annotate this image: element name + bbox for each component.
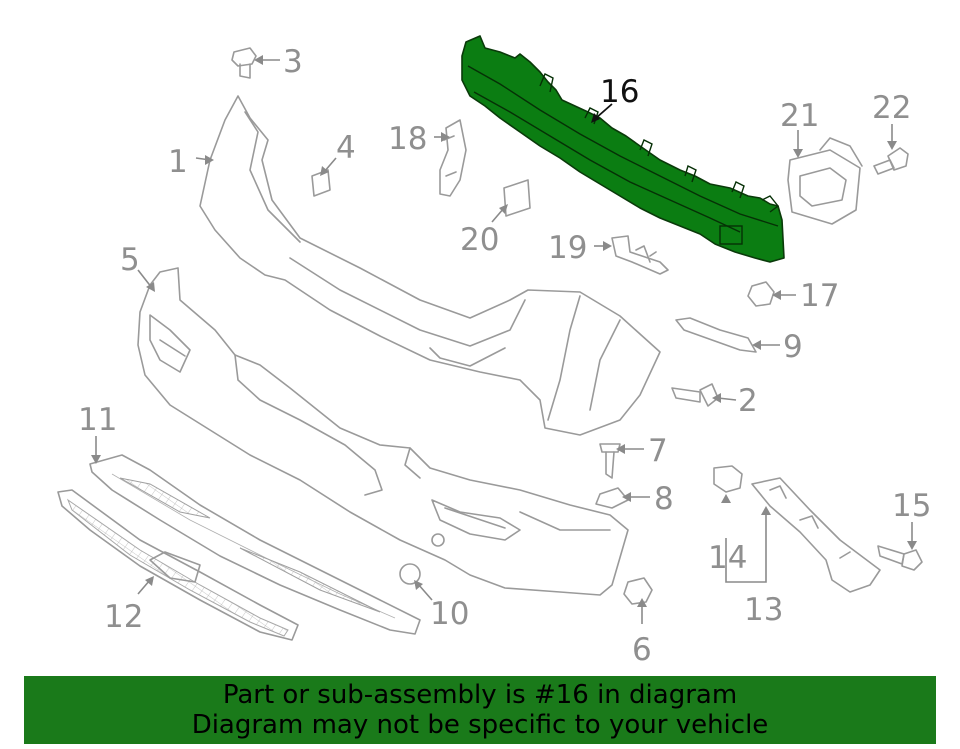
callout-21: 21 xyxy=(780,98,819,134)
callout-7: 7 xyxy=(648,433,668,469)
part-11-lower-grille xyxy=(89,454,421,635)
callout-20: 20 xyxy=(460,222,499,258)
part-19-bracket xyxy=(611,235,669,275)
callout-1: 1 xyxy=(168,144,188,180)
callout-labels: 1 2 3 4 5 6 7 8 9 10 11 12 13 14 15 16 1… xyxy=(78,44,931,668)
info-banner: Part or sub-assembly is #16 in diagram D… xyxy=(24,676,936,744)
part-15-bolt xyxy=(877,545,923,571)
part-14-clip xyxy=(713,465,743,493)
part-10-plug xyxy=(399,563,421,585)
callout-14: 14 xyxy=(708,540,747,576)
parts-diagram: 1 2 3 4 5 6 7 8 9 10 11 12 13 14 15 16 1… xyxy=(57,35,931,668)
callout-5: 5 xyxy=(120,242,140,278)
callout-11: 11 xyxy=(78,402,117,438)
callout-4: 4 xyxy=(336,130,356,166)
callout-6: 6 xyxy=(632,632,652,668)
part-6-clip xyxy=(623,577,653,605)
part-22-bolt xyxy=(873,147,909,175)
callout-19: 19 xyxy=(548,230,587,266)
part-21-bracket xyxy=(787,137,863,225)
highlight-leader xyxy=(591,103,613,123)
banner-line-2: Diagram may not be specific to your vehi… xyxy=(191,710,769,740)
callout-3: 3 xyxy=(283,44,303,80)
banner-line-1: Part or sub-assembly is #16 in diagram xyxy=(222,680,738,710)
part-16-bumper-reinforcement xyxy=(461,35,785,263)
part-2-screw xyxy=(671,383,719,407)
part-20-pad xyxy=(503,179,531,217)
part-5-lower-bumper-cover xyxy=(137,267,629,596)
part-7-screw xyxy=(599,443,621,479)
part-3-bolt xyxy=(231,47,257,79)
callout-10: 10 xyxy=(430,596,469,632)
part-1-upper-bumper-cover xyxy=(199,95,661,436)
part-9-trim-strip xyxy=(675,317,757,353)
part-12-grille-mesh xyxy=(57,489,299,641)
callout-17: 17 xyxy=(800,278,839,314)
callout-15: 15 xyxy=(892,488,931,524)
part-17-nut xyxy=(747,281,775,307)
callout-22: 22 xyxy=(872,90,911,126)
callout-16-highlighted: 16 xyxy=(600,74,639,110)
part-18-bracket xyxy=(439,119,467,197)
callout-8: 8 xyxy=(654,481,674,517)
part-8-clip xyxy=(595,487,629,509)
callout-18: 18 xyxy=(388,121,427,157)
part-13-bracket xyxy=(751,477,881,593)
leader-lines xyxy=(91,55,917,624)
callout-12: 12 xyxy=(104,599,143,635)
callout-9: 9 xyxy=(783,329,803,365)
callout-13: 13 xyxy=(744,592,783,628)
callout-2: 2 xyxy=(738,383,758,419)
